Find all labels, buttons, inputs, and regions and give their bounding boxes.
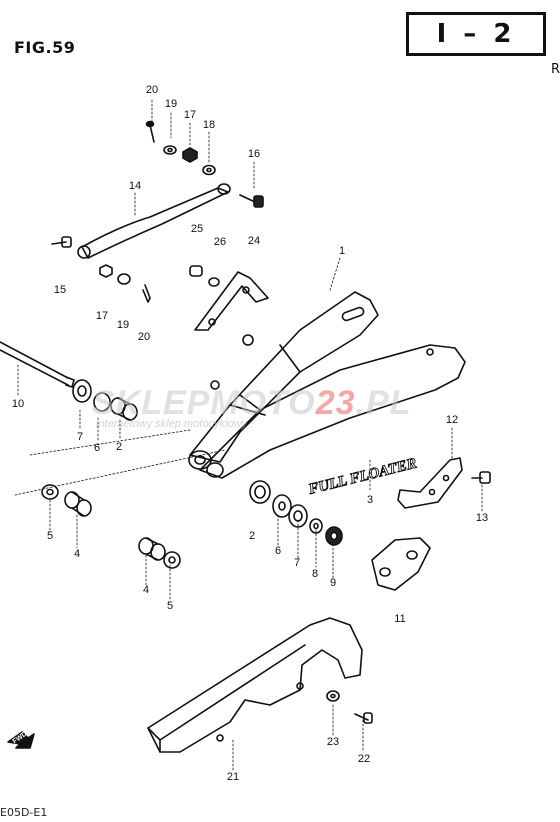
callout-19-lower: 19 — [116, 319, 130, 331]
callout-16: 16 — [247, 148, 261, 160]
torque-rod-14 — [77, 183, 231, 259]
cap-5-left — [41, 484, 59, 500]
nut-17-mid — [99, 264, 113, 278]
callout-1: 1 — [338, 245, 346, 257]
forward-arrow-icon — [7, 731, 35, 749]
figure-label: FIG.59 — [14, 38, 76, 57]
callout-11: 11 — [394, 613, 406, 625]
callout-5-lower: 5 — [166, 600, 174, 612]
bolt-15 — [51, 236, 72, 248]
bolt-16 — [239, 194, 264, 208]
axle-10 — [0, 341, 75, 388]
footer-code: E05D-E1 — [0, 806, 48, 819]
callout-22: 22 — [357, 753, 371, 765]
cap-5-lower — [163, 551, 181, 569]
callout-6-right: 6 — [274, 545, 282, 557]
callout-13: 13 — [475, 512, 489, 524]
bracket-24 — [194, 271, 269, 331]
callout-24: 24 — [247, 235, 261, 247]
bushing-2-right — [249, 480, 271, 504]
callout-10: 10 — [11, 398, 25, 410]
seal-7-right — [288, 504, 308, 528]
callout-7-right: 7 — [293, 557, 301, 569]
callout-20: 20 — [145, 84, 159, 96]
plate-12 — [397, 457, 463, 509]
washer-19-mid — [117, 273, 131, 285]
washer-18 — [202, 164, 216, 176]
washer-6-left — [93, 392, 111, 412]
callout-2-right: 2 — [248, 530, 256, 542]
bush-26 — [208, 277, 220, 287]
callout-14: 14 — [128, 180, 142, 192]
washer-8 — [309, 518, 323, 534]
bush-4-left — [64, 491, 92, 517]
callout-4-lower: 4 — [142, 584, 150, 596]
callout-12: 12 — [445, 414, 459, 426]
callout-5-left: 5 — [46, 530, 54, 542]
seal-7-left — [72, 379, 92, 403]
nut-17-top — [182, 147, 198, 163]
callout-17-lower: 17 — [95, 310, 109, 322]
bolt-22 — [354, 712, 373, 724]
callout-6-left: 6 — [93, 442, 101, 454]
callout-25: 25 — [190, 223, 204, 235]
cotter-pin-20 — [142, 284, 151, 303]
edge-mark: R — [551, 62, 560, 77]
watermark-logo: SKLEPMOTO23.PL — [92, 384, 412, 422]
callout-2-left: 2 — [115, 441, 123, 453]
bolt-13 — [471, 471, 491, 484]
callout-21: 21 — [226, 771, 240, 783]
decal-text: FULL FLOATER — [306, 456, 418, 499]
watermark-tagline: internetowy sklep motocyklowy — [96, 418, 248, 430]
bush-4-lower — [138, 537, 166, 561]
callout-7-left: 7 — [76, 431, 84, 443]
leader-lines — [14, 99, 483, 771]
bolt-20-top — [145, 120, 155, 143]
swingarm-1 — [188, 291, 466, 479]
callout-23: 23 — [326, 736, 340, 748]
callout-17: 17 — [183, 109, 197, 121]
bushing-2-left — [110, 397, 138, 421]
washer-23 — [326, 690, 340, 702]
section-code-box: I – 2 — [406, 12, 546, 56]
bush-25 — [189, 265, 203, 277]
callout-18: 18 — [202, 119, 216, 131]
callout-26: 26 — [213, 236, 227, 248]
washer-19-top — [163, 145, 177, 155]
callout-8: 8 — [311, 568, 319, 580]
callout-19: 19 — [164, 98, 178, 110]
callout-4-left: 4 — [73, 548, 81, 560]
callout-3: 3 — [366, 494, 374, 506]
callout-15: 15 — [53, 284, 67, 296]
callout-9: 9 — [329, 577, 337, 589]
callout-20-lower: 20 — [137, 331, 151, 343]
chain-case-21 — [147, 617, 363, 753]
washer-6-right — [272, 494, 292, 518]
chain-guide-11 — [371, 537, 431, 591]
nut-9 — [325, 526, 343, 546]
